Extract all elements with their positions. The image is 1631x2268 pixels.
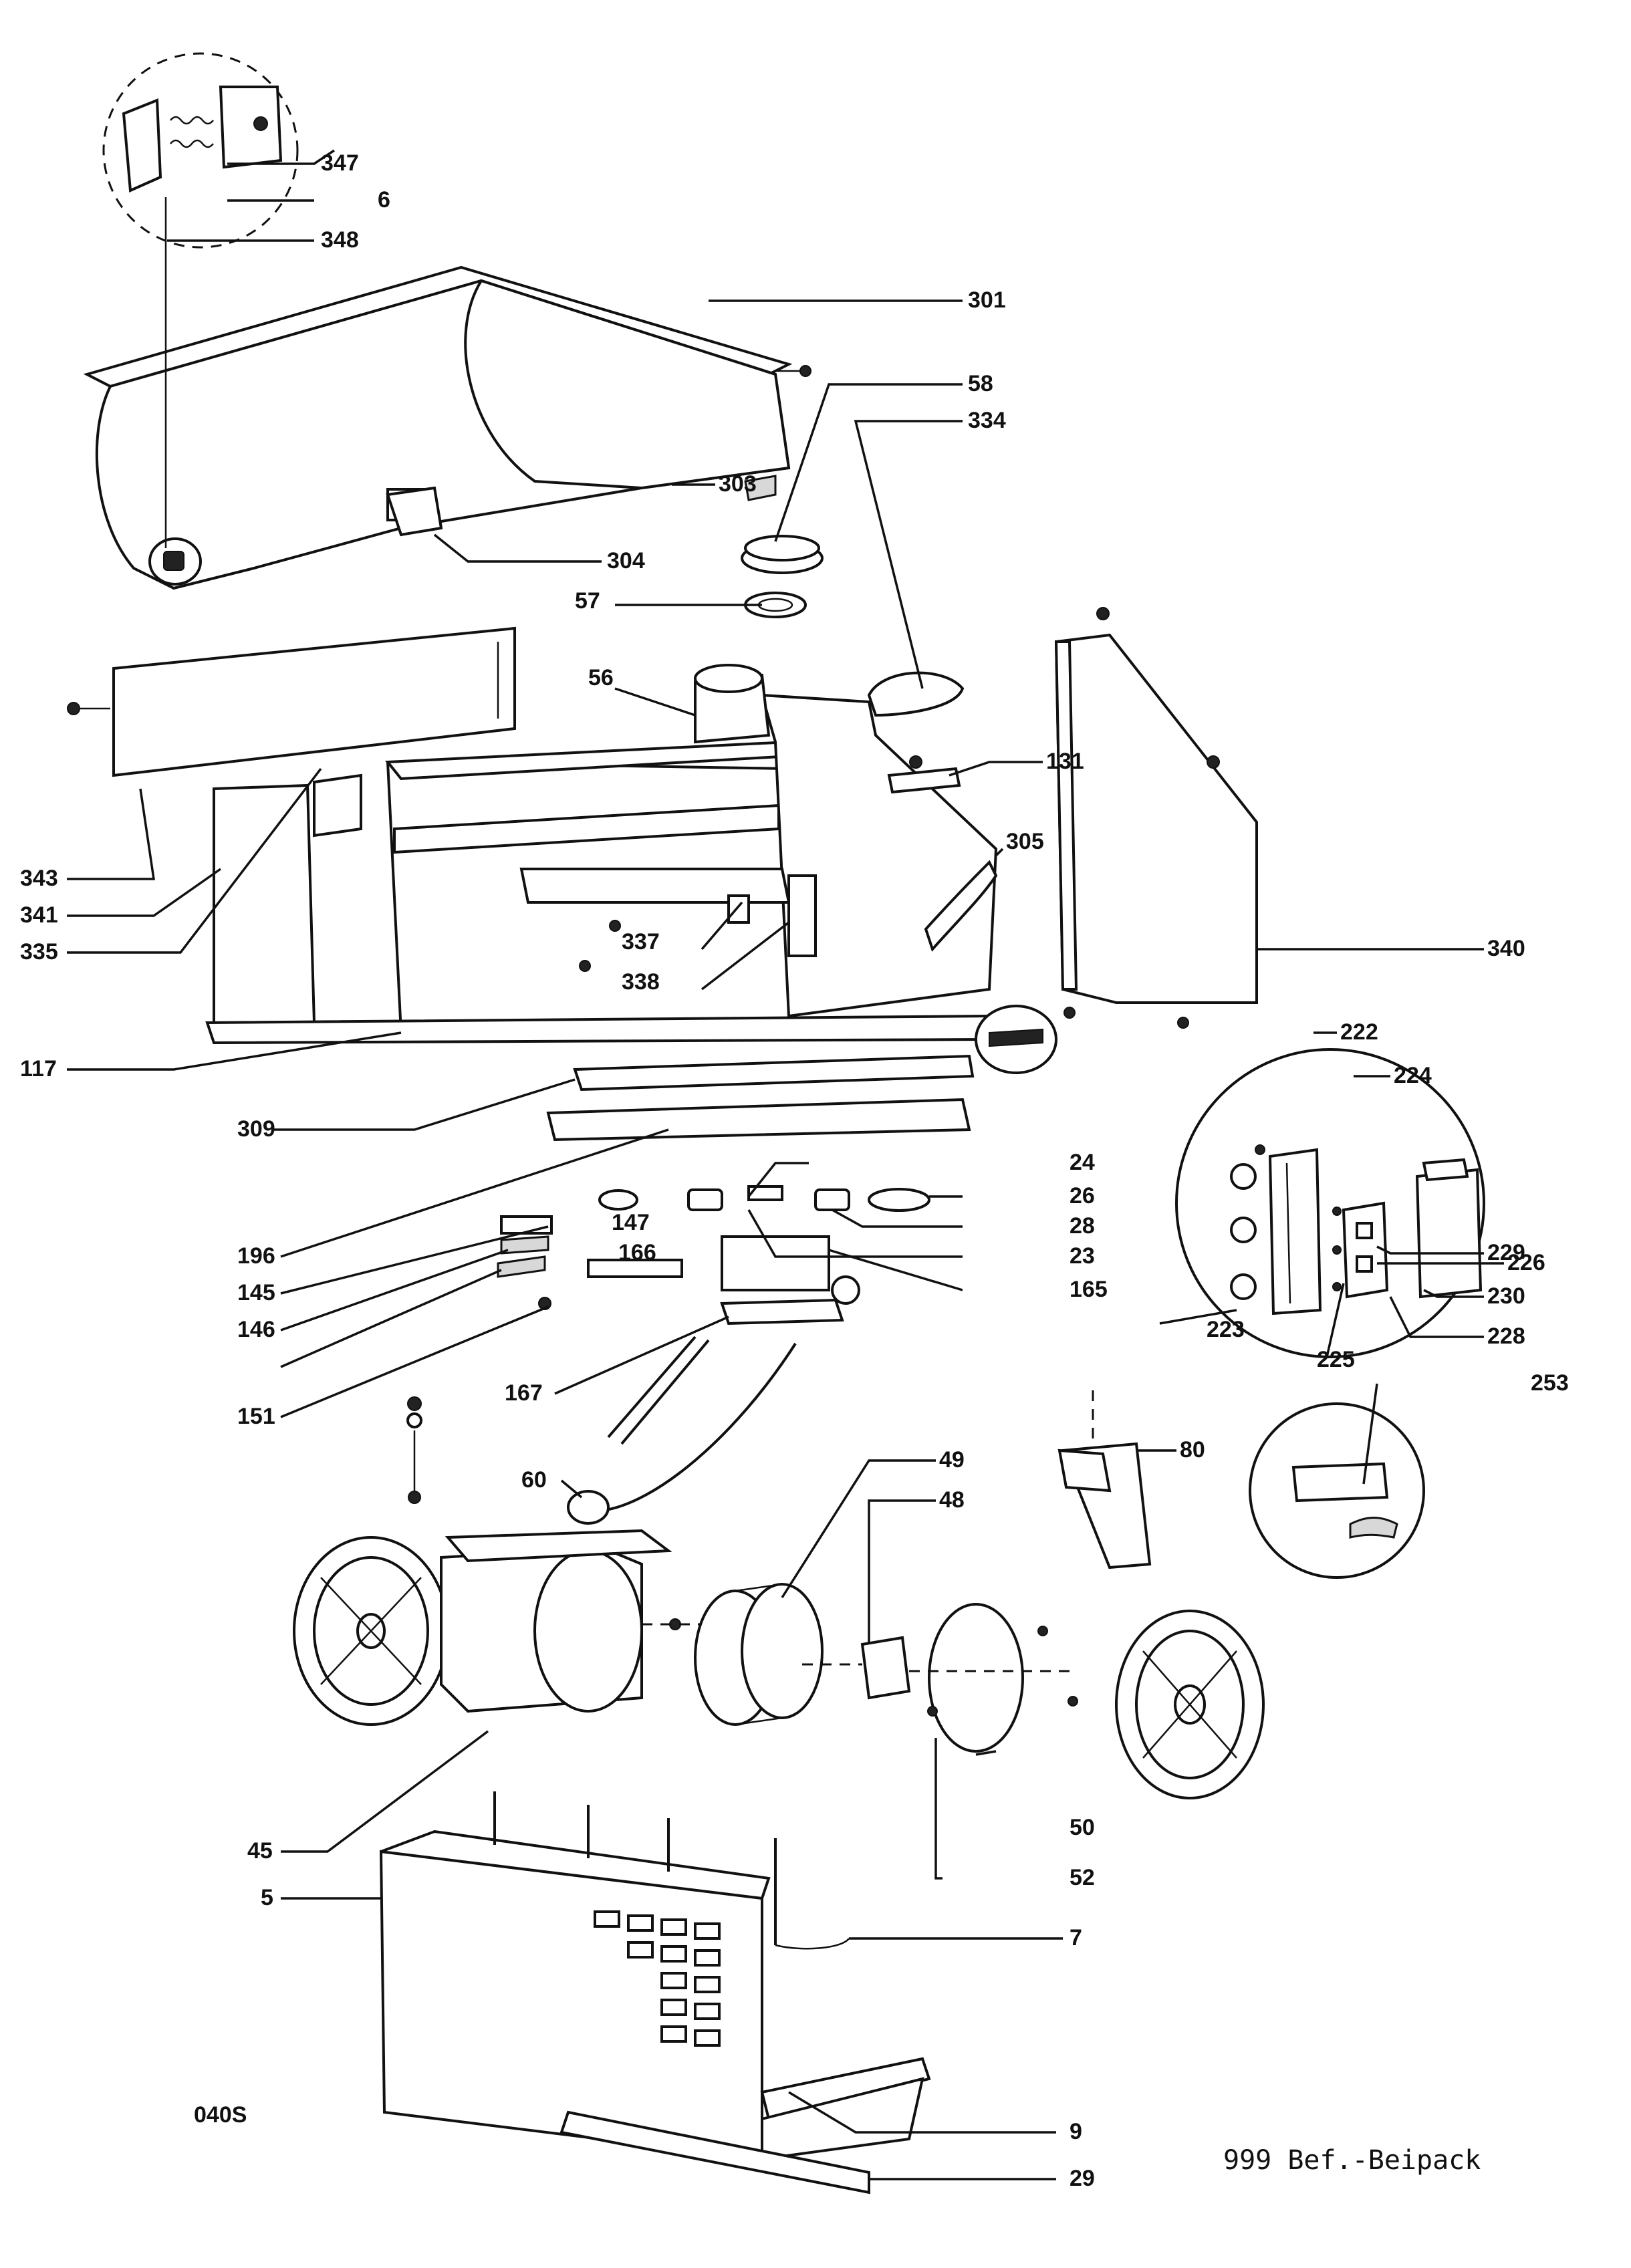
fan-wheel-49	[694, 1583, 824, 1726]
part-label: 228	[1487, 1324, 1525, 1349]
detail-circle-clip-253	[1249, 1402, 1425, 1579]
part-label: 305	[1006, 829, 1044, 854]
part-label: 151	[237, 1404, 275, 1429]
clip-80	[1057, 1390, 1152, 1569]
part-label: 58	[968, 371, 993, 396]
part-label: 145	[237, 1280, 275, 1305]
part-label: 5	[261, 1885, 273, 1910]
part-label: 131	[1046, 749, 1084, 774]
part-label: 167	[505, 1380, 543, 1406]
motor-plate-50	[909, 1603, 1078, 1753]
part-label: 341	[20, 902, 58, 928]
part-label: 26	[1070, 1183, 1095, 1209]
part-label: 166	[618, 1240, 656, 1265]
part-label: 57	[575, 588, 600, 614]
part-label: 7	[1070, 1925, 1082, 1950]
part-label: 223	[1207, 1317, 1245, 1342]
canopy-hood-301	[83, 265, 811, 590]
part-label: 338	[622, 969, 660, 995]
filter-trim-29	[559, 2110, 870, 2194]
part-label: 304	[607, 548, 645, 574]
ring-parts-58-57	[741, 535, 824, 618]
part-label: 253	[1531, 1370, 1569, 1396]
drawing-code: 040S	[194, 2102, 247, 2128]
part-label: 147	[612, 1210, 650, 1235]
main-chassis-117	[205, 664, 998, 1045]
part-label: 224	[1394, 1063, 1432, 1088]
part-label: 229	[1487, 1240, 1525, 1265]
part-label: 222	[1340, 1019, 1378, 1045]
part-label: 9	[1070, 2119, 1082, 2144]
part-label: 29	[1070, 2166, 1095, 2191]
part-label: 303	[719, 471, 757, 497]
part-label: 23	[1070, 1243, 1095, 1269]
leader-lines	[67, 149, 1504, 2180]
footer-note: 999 Bef.-Beipack	[1223, 2145, 1481, 2176]
part-label: 335	[20, 939, 58, 965]
fan-cover-right	[1115, 1610, 1265, 1799]
part-label: 60	[521, 1467, 547, 1493]
part-labels: 347 6 348 301 58 334 303 304 57 56 131 3…	[20, 150, 1569, 2191]
part-label: 347	[321, 150, 359, 176]
part-label: 48	[939, 1487, 965, 1513]
part-label: 348	[321, 227, 359, 253]
part-label: 343	[20, 866, 58, 891]
strip-309	[546, 1005, 1057, 1142]
part-label: 334	[968, 408, 1006, 433]
part-label: 24	[1070, 1150, 1095, 1175]
part-label: 6	[378, 187, 390, 213]
detail-circle-switch-assembly	[1175, 1048, 1485, 1358]
part-label: 337	[622, 929, 660, 955]
part-label: 309	[237, 1116, 275, 1142]
capacitor-48	[802, 1636, 911, 1700]
bracket-304	[386, 486, 443, 537]
part-label: 301	[968, 287, 1006, 313]
part-label: 52	[1070, 1865, 1095, 1890]
panel-343	[67, 626, 516, 777]
part-label: 340	[1487, 936, 1525, 961]
part-label: 225	[1317, 1347, 1355, 1372]
grease-filter-5	[379, 1791, 931, 2161]
part-label: 196	[237, 1243, 275, 1269]
part-label: 146	[237, 1317, 275, 1342]
part-label: 49	[939, 1447, 965, 1473]
part-label: 28	[1070, 1213, 1095, 1239]
side-panel-340	[1054, 607, 1258, 1029]
part-label: 117	[20, 1056, 57, 1082]
part-label: 226	[1507, 1250, 1545, 1275]
detail-circle-spring-clip	[102, 52, 299, 548]
part-label: 165	[1070, 1277, 1108, 1302]
part-label: 45	[247, 1838, 273, 1864]
part-label: 50	[1070, 1815, 1095, 1840]
part-label: 230	[1487, 1283, 1525, 1309]
blower-assembly-45	[293, 1529, 749, 1726]
part-label: 56	[588, 665, 614, 690]
electrical-small-parts	[406, 1185, 930, 1525]
cover-334	[867, 671, 965, 717]
part-label: 80	[1180, 1437, 1205, 1463]
